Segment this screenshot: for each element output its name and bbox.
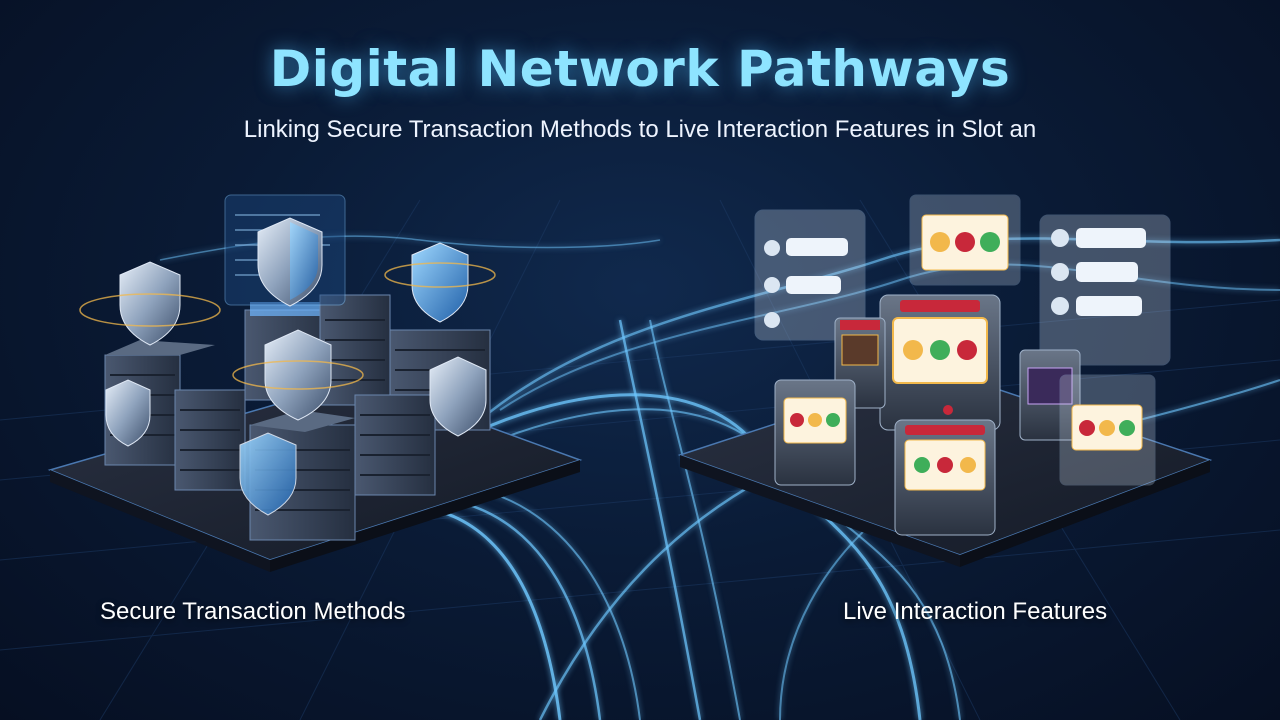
page-subtitle: Linking Secure Transaction Methods to Li… [243,116,1037,143]
chat-bubble-icon [1076,296,1142,316]
shield-icon [239,432,297,516]
slot-machine-icon [1059,374,1156,486]
server-rack-icon [319,294,391,406]
shield-icon [411,242,469,323]
user-avatar-icon [764,277,780,293]
server-rack-icon [174,389,246,491]
slot-machine-icon [774,379,856,486]
live-interaction-label: Live Interaction Features [843,598,1108,625]
secure-transaction-label: Secure Transaction Methods [100,598,406,625]
slot-machines [774,194,1156,536]
slot-machine-icon [879,294,1001,431]
shield-icon [119,261,181,346]
slot-machine-icon [909,194,1021,286]
server-rack-icon [354,394,436,496]
chat-bubble-icon [786,238,848,256]
chat-panel [754,209,866,341]
user-avatar-icon [1051,263,1069,281]
user-avatar-icon [764,312,780,328]
slot-machine-icon [1019,349,1081,441]
user-avatar-icon [764,240,780,256]
shield-icon [429,356,487,437]
chat-panel [1039,214,1171,366]
chat-bubble-icon [1076,228,1146,248]
chat-bubble-icon [1076,262,1138,282]
user-avatar-icon [1051,229,1069,247]
shield-icon [257,217,323,307]
user-avatar-icon [1051,297,1069,315]
slot-machine-icon [894,419,996,536]
shield-icon [105,379,151,447]
shield-icon [264,329,332,421]
page-title: Digital Network Pathways [269,40,1011,98]
chat-bubble-icon [786,276,841,294]
security-shields [79,217,496,516]
